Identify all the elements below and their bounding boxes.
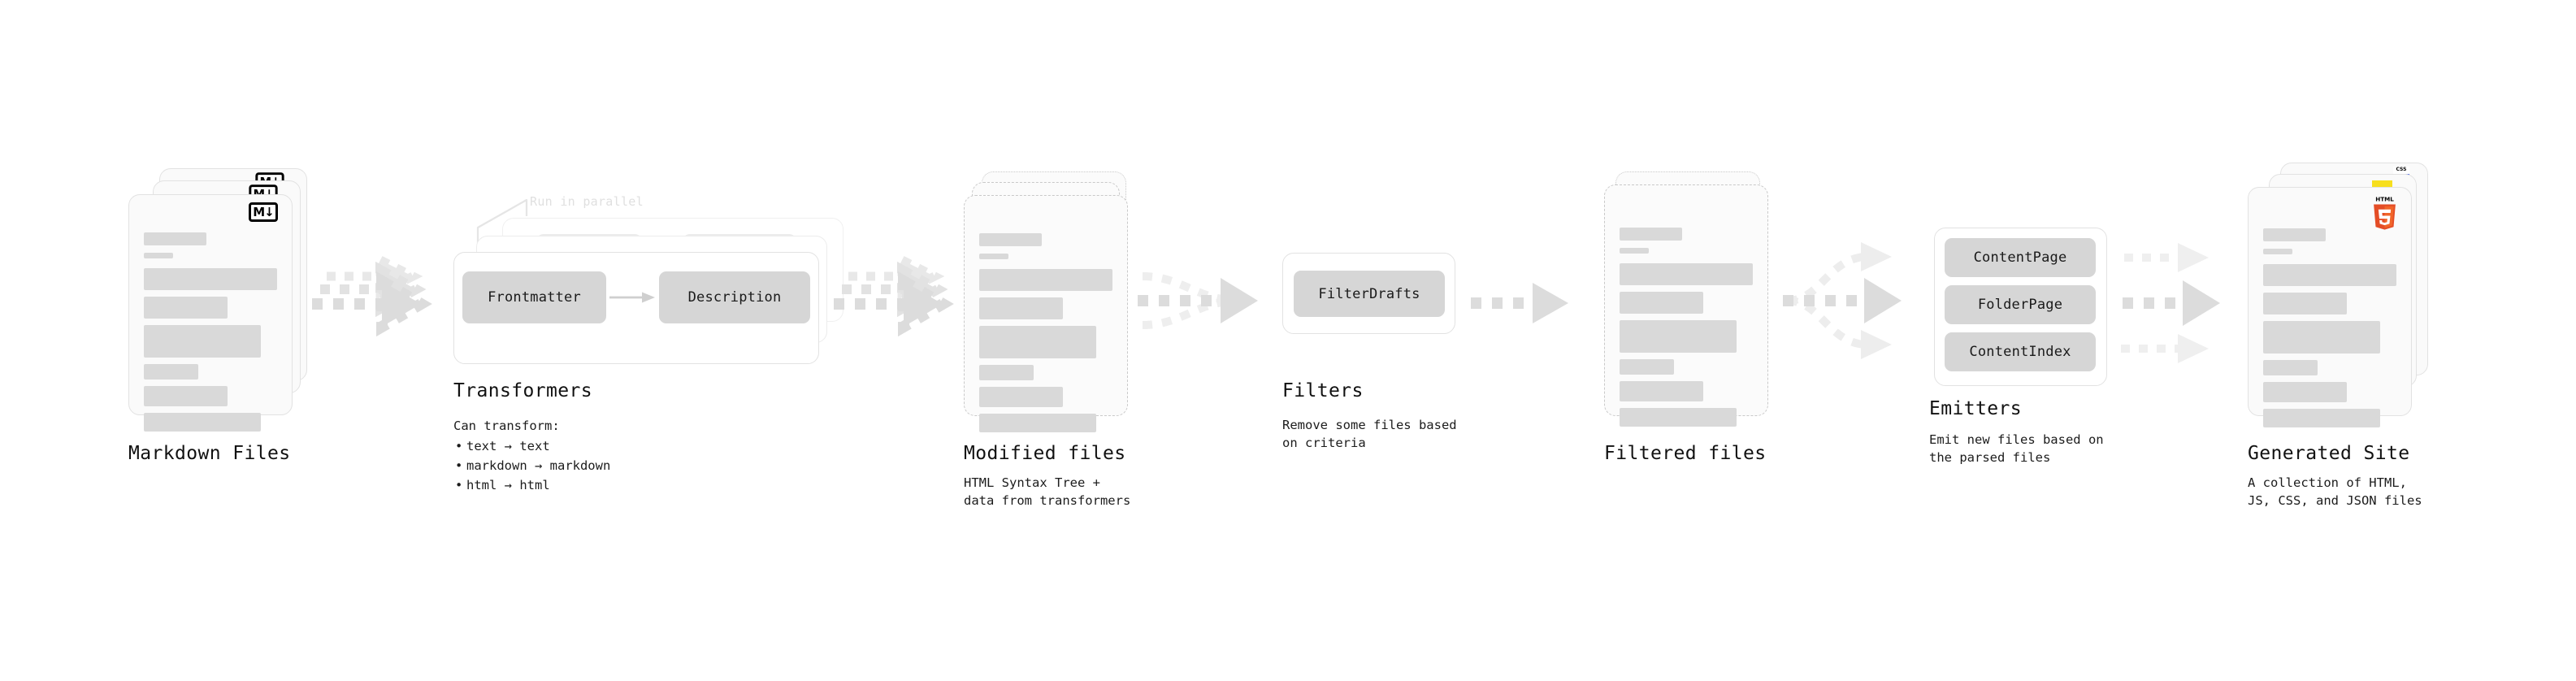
content-bar	[1620, 292, 1704, 314]
content-bar	[979, 269, 1112, 291]
stage-title-filters: Filters	[1282, 380, 1364, 401]
stage-desc-emitters: Emit new files based on the parsed files	[1929, 432, 2104, 465]
stage-title-generated-site: Generated Site	[2248, 443, 2410, 464]
modified-file-content	[979, 233, 1112, 432]
content-bar	[979, 326, 1097, 358]
svg-text:HTML: HTML	[2375, 196, 2394, 203]
transformers-capability-list: Can transform: text → text markdown → ma…	[453, 416, 610, 495]
arrow-filtered-to-emitters	[1783, 242, 1902, 359]
content-bar	[144, 253, 174, 258]
content-bar	[979, 254, 1009, 259]
content-bar	[979, 414, 1097, 432]
content-bar	[2263, 264, 2396, 286]
emitter-node-folderpage[interactable]: FolderPage	[1945, 285, 2096, 324]
emitter-node-contentpage[interactable]: ContentPage	[1945, 238, 2096, 277]
content-bar	[1620, 408, 1737, 427]
content-bar	[144, 325, 262, 358]
stage-title-emitters: Emitters	[1929, 398, 2022, 419]
markdown-file-card-front	[128, 194, 293, 432]
markdown-badge: M↓	[249, 202, 278, 222]
html5-badge: HTML	[2371, 195, 2398, 231]
arrow-markdown-to-transformers	[312, 253, 432, 337]
content-bar	[1620, 228, 1683, 241]
stage-desc-modified-files: HTML Syntax Tree + data from transformer…	[964, 475, 1131, 508]
content-bar	[979, 387, 1064, 407]
content-bar	[2263, 360, 2318, 375]
markdown-file-content	[144, 232, 277, 432]
content-bar	[1620, 359, 1675, 375]
content-bar	[1620, 263, 1753, 285]
arrow-transformers-to-modified	[834, 253, 954, 337]
stage-desc-generated-site: A collection of HTML, JS, CSS, and JSON …	[2248, 475, 2422, 508]
stage-title-transformers: Transformers	[453, 380, 592, 401]
content-bar	[144, 297, 228, 319]
content-bar	[979, 297, 1064, 319]
content-bar	[2263, 228, 2327, 241]
content-bar	[2263, 382, 2348, 402]
transformer-node-description[interactable]: Description	[659, 271, 810, 323]
content-bar	[144, 364, 199, 380]
modified-file-card-front	[964, 195, 1128, 432]
filter-node-filterdrafts[interactable]: FilterDrafts	[1294, 271, 1445, 317]
content-bar	[2263, 293, 2348, 314]
content-bar	[979, 365, 1034, 380]
transformer-link-front	[609, 292, 655, 303]
filtered-file-content	[1620, 228, 1753, 427]
stage-title-modified-files: Modified files	[964, 443, 1126, 464]
content-bar	[2263, 409, 2381, 427]
content-bar	[144, 268, 277, 290]
stage-title-markdown-files: Markdown Files	[128, 443, 291, 464]
generated-file-content	[2263, 228, 2396, 427]
transformers-capability-item: markdown → markdown	[455, 456, 610, 475]
arrow-emitters-to-site	[2121, 243, 2220, 363]
transformers-capability-head: Can transform:	[453, 419, 560, 433]
filtered-file-card-front	[1604, 184, 1768, 427]
emitter-node-contentindex[interactable]: ContentIndex	[1945, 332, 2096, 371]
run-in-parallel-label: Run in parallel	[530, 194, 644, 209]
transformers-capability-item: text → text	[455, 436, 610, 456]
transformer-node-frontmatter[interactable]: Frontmatter	[462, 271, 606, 323]
content-bar	[1620, 248, 1650, 254]
content-bar	[144, 386, 228, 406]
transformers-capability-item: html → html	[455, 475, 610, 495]
content-bar	[1620, 320, 1737, 353]
content-bar	[2263, 249, 2293, 254]
content-bar	[144, 232, 207, 245]
arrow-filters-to-filtered	[1471, 283, 1568, 323]
content-bar	[144, 413, 262, 432]
arrow-modified-to-filters	[1138, 272, 1258, 329]
content-bar	[1620, 381, 1704, 401]
stage-title-filtered-files: Filtered files	[1604, 443, 1767, 464]
content-bar	[2263, 321, 2381, 354]
run-in-parallel-leader	[476, 198, 528, 244]
content-bar	[979, 233, 1043, 246]
stage-desc-filters: Remove some files based on criteria	[1282, 418, 1457, 450]
